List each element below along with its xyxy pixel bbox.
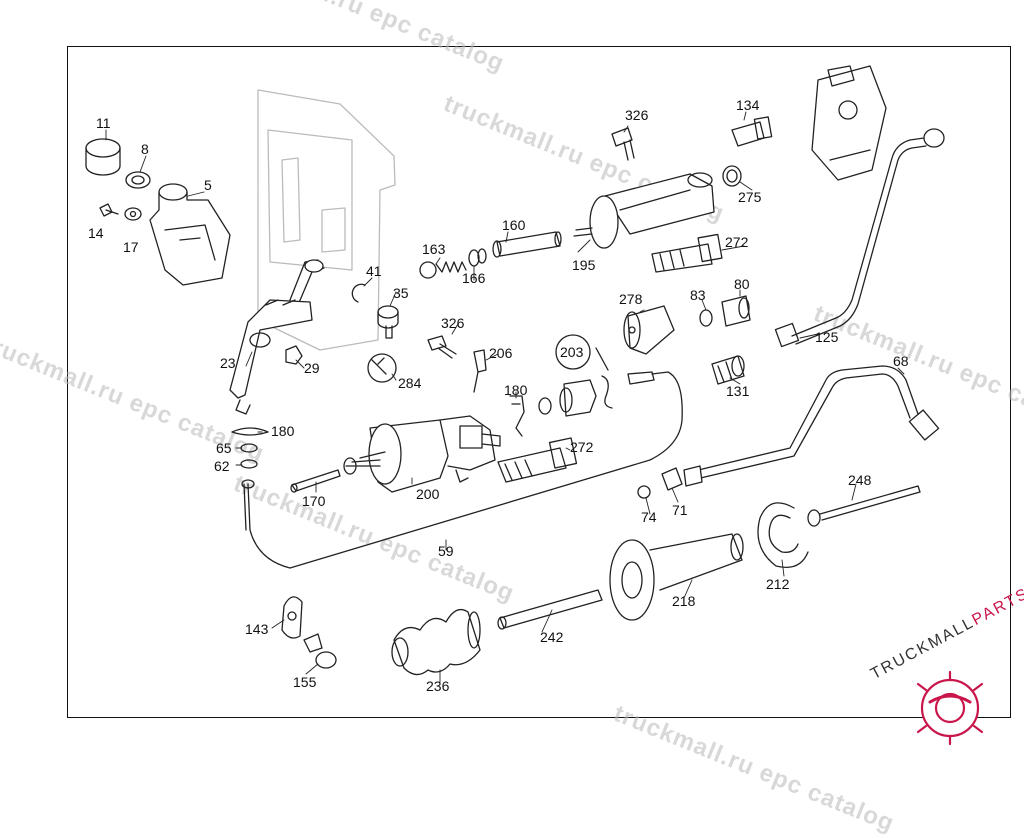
part-label: 242 [540,629,564,645]
part-label: 218 [672,593,696,609]
diagram-frame [67,46,1011,718]
part-label: 212 [766,576,790,592]
part-label: 35 [393,285,409,301]
sleeve-74 [637,485,651,499]
shaft-160 [492,231,562,258]
fluid-reservoir [149,183,231,286]
spring-163 [419,261,467,279]
bolt-155 [303,633,337,669]
elbow-fitting-272-upper [651,233,723,273]
master-cylinder [229,259,325,415]
washer-166 [468,248,487,267]
part-label: 14 [88,225,104,241]
push-rod-248 [807,485,921,527]
part-label: 74 [641,509,657,525]
part-label: 5 [204,177,212,193]
part-label: 71 [672,502,688,518]
washer-62 [240,459,258,469]
servo-unit-195 [573,172,715,249]
fitting-68-end [683,465,703,487]
bracket-plate [257,89,396,351]
part-label: 278 [619,291,643,307]
part-label: 65 [216,440,232,456]
wrench-icon [367,353,397,383]
lock-ring [231,427,269,436]
fitting-set-203 [538,334,613,417]
part-label: 62 [214,458,230,474]
fitting-134 [731,116,773,147]
fitting-80 [721,295,751,327]
part-label: 180 [504,382,528,398]
pipe-125 [774,128,945,348]
washer-small [124,207,142,221]
retaining-clip [351,283,366,303]
part-label: 170 [302,493,326,509]
part-label: 203 [560,344,584,360]
clutch-actuator [343,415,501,493]
rod-242 [497,589,603,630]
part-label: 200 [416,486,440,502]
part-label: 17 [123,239,139,255]
leader-lines [105,111,905,683]
screw-small [99,203,119,217]
bleed-valve [473,349,487,393]
part-label: 134 [736,97,760,113]
part-label: 272 [570,439,594,455]
sealing-ring [125,171,151,189]
part-label: 143 [245,621,269,637]
part-label: 160 [502,217,526,233]
part-label: 195 [572,257,596,273]
spring-clip [509,395,525,437]
part-label: 180 [271,423,295,439]
clevis-pin [377,305,399,339]
elbow-fitting-272-lower [497,437,578,483]
part-label: 83 [690,287,706,303]
part-label: 29 [304,360,320,376]
rubber-boot-236 [391,608,481,676]
fitting-131 [711,355,745,385]
part-label: 68 [893,353,909,369]
reservoir-cap [85,138,121,176]
part-label: 155 [293,674,317,690]
pipe-68 [689,365,940,481]
screw-326-mid [427,335,457,359]
rod-170 [290,469,341,493]
clamp-143 [281,596,303,639]
logo-gear-icon [916,670,984,746]
ring-275 [722,165,742,187]
valve-assembly [811,65,887,181]
part-label: 41 [366,263,382,279]
hex-nut [285,345,303,365]
part-label: 248 [848,472,872,488]
parts-drawing [85,65,984,746]
part-label: 166 [462,270,486,286]
part-label: 326 [441,315,465,331]
washer-83 [699,309,713,327]
washer-65 [240,443,258,453]
part-label: 284 [398,375,422,391]
part-label: 275 [738,189,762,205]
part-label: 59 [438,543,454,559]
part-label: 272 [725,234,749,250]
circlip-212 [757,502,809,569]
part-label: 131 [726,383,750,399]
part-label: 206 [489,345,513,361]
screw-326-top [611,127,635,161]
part-label: 80 [734,276,750,292]
part-label: 326 [625,107,649,123]
part-label: 23 [220,355,236,371]
part-label: 163 [422,241,446,257]
part-label: 236 [426,678,450,694]
part-label: 11 [96,115,111,131]
adapter-278 [623,305,675,355]
part-label: 125 [815,329,839,345]
clutch-hose-59 [241,371,683,569]
bearing-sleeve-218 [609,533,744,621]
part-label: 8 [141,141,149,157]
nut-71 [661,467,683,491]
